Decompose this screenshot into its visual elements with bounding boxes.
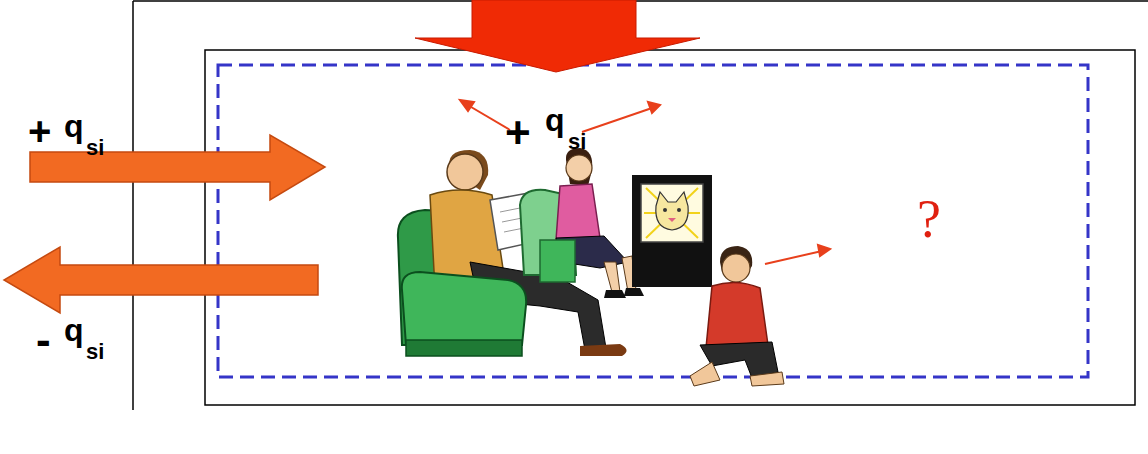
subscript: si <box>86 341 104 363</box>
outer-frame <box>133 1 1148 410</box>
woman-in-chair-part <box>540 240 575 282</box>
internal-gain-arrows-part <box>582 108 652 132</box>
internal-gain-arrows-part <box>765 251 822 264</box>
man-in-armchair-part <box>580 344 627 356</box>
television-part <box>668 218 676 222</box>
heat-flux-symbol: q <box>545 104 565 136</box>
woman-in-chair <box>520 148 644 298</box>
solar-gain-arrow <box>415 0 700 72</box>
subscript: si <box>86 137 104 159</box>
internal-gain-arrows-part <box>460 100 474 111</box>
heat-gain-arrow <box>30 135 325 200</box>
man-in-armchair-part <box>406 340 522 356</box>
solar-gain-arrow-part <box>415 0 700 72</box>
television-part <box>663 208 667 212</box>
sign: - <box>36 318 51 362</box>
outer-frame-part <box>133 0 1148 2</box>
boy-sitting <box>690 246 784 386</box>
heat-loss-arrow <box>4 247 318 313</box>
boy-sitting-part <box>690 362 720 386</box>
internal-gain-arrows-part <box>818 245 830 256</box>
sign: + <box>505 111 531 155</box>
heat-gain-arrow-part <box>30 135 325 200</box>
boy-sitting-part <box>722 254 750 282</box>
question-mark: ? <box>917 192 941 246</box>
woman-in-chair-part <box>566 148 592 186</box>
heat-flux-symbol: q <box>64 314 84 346</box>
television-part <box>632 175 712 287</box>
television-part <box>644 188 700 238</box>
control-boundary <box>218 65 1088 377</box>
man-in-armchair-part <box>402 272 526 345</box>
boy-sitting-part <box>750 372 784 386</box>
television <box>632 175 712 287</box>
room-wall <box>205 50 1135 405</box>
internal-gain-arrows-part <box>648 102 660 113</box>
control-boundary-part <box>218 65 1088 377</box>
internal-gain-arrows-part <box>466 104 510 130</box>
woman-in-chair-part <box>566 155 592 181</box>
television-part <box>656 192 688 230</box>
sign: + <box>28 111 51 151</box>
television-part <box>677 208 681 212</box>
man-in-armchair-part <box>447 154 483 190</box>
subscript: si <box>568 131 586 153</box>
woman-in-chair-part <box>556 184 600 240</box>
woman-in-chair-part <box>604 288 644 298</box>
room-wall-part <box>205 50 1135 405</box>
outer-frame-part <box>132 1 134 410</box>
boy-sitting-part <box>706 282 768 348</box>
woman-in-chair-part <box>604 256 636 292</box>
heat-loss-arrow-part <box>4 247 318 313</box>
television-part <box>641 184 703 242</box>
heat-flux-symbol: q <box>64 110 84 142</box>
